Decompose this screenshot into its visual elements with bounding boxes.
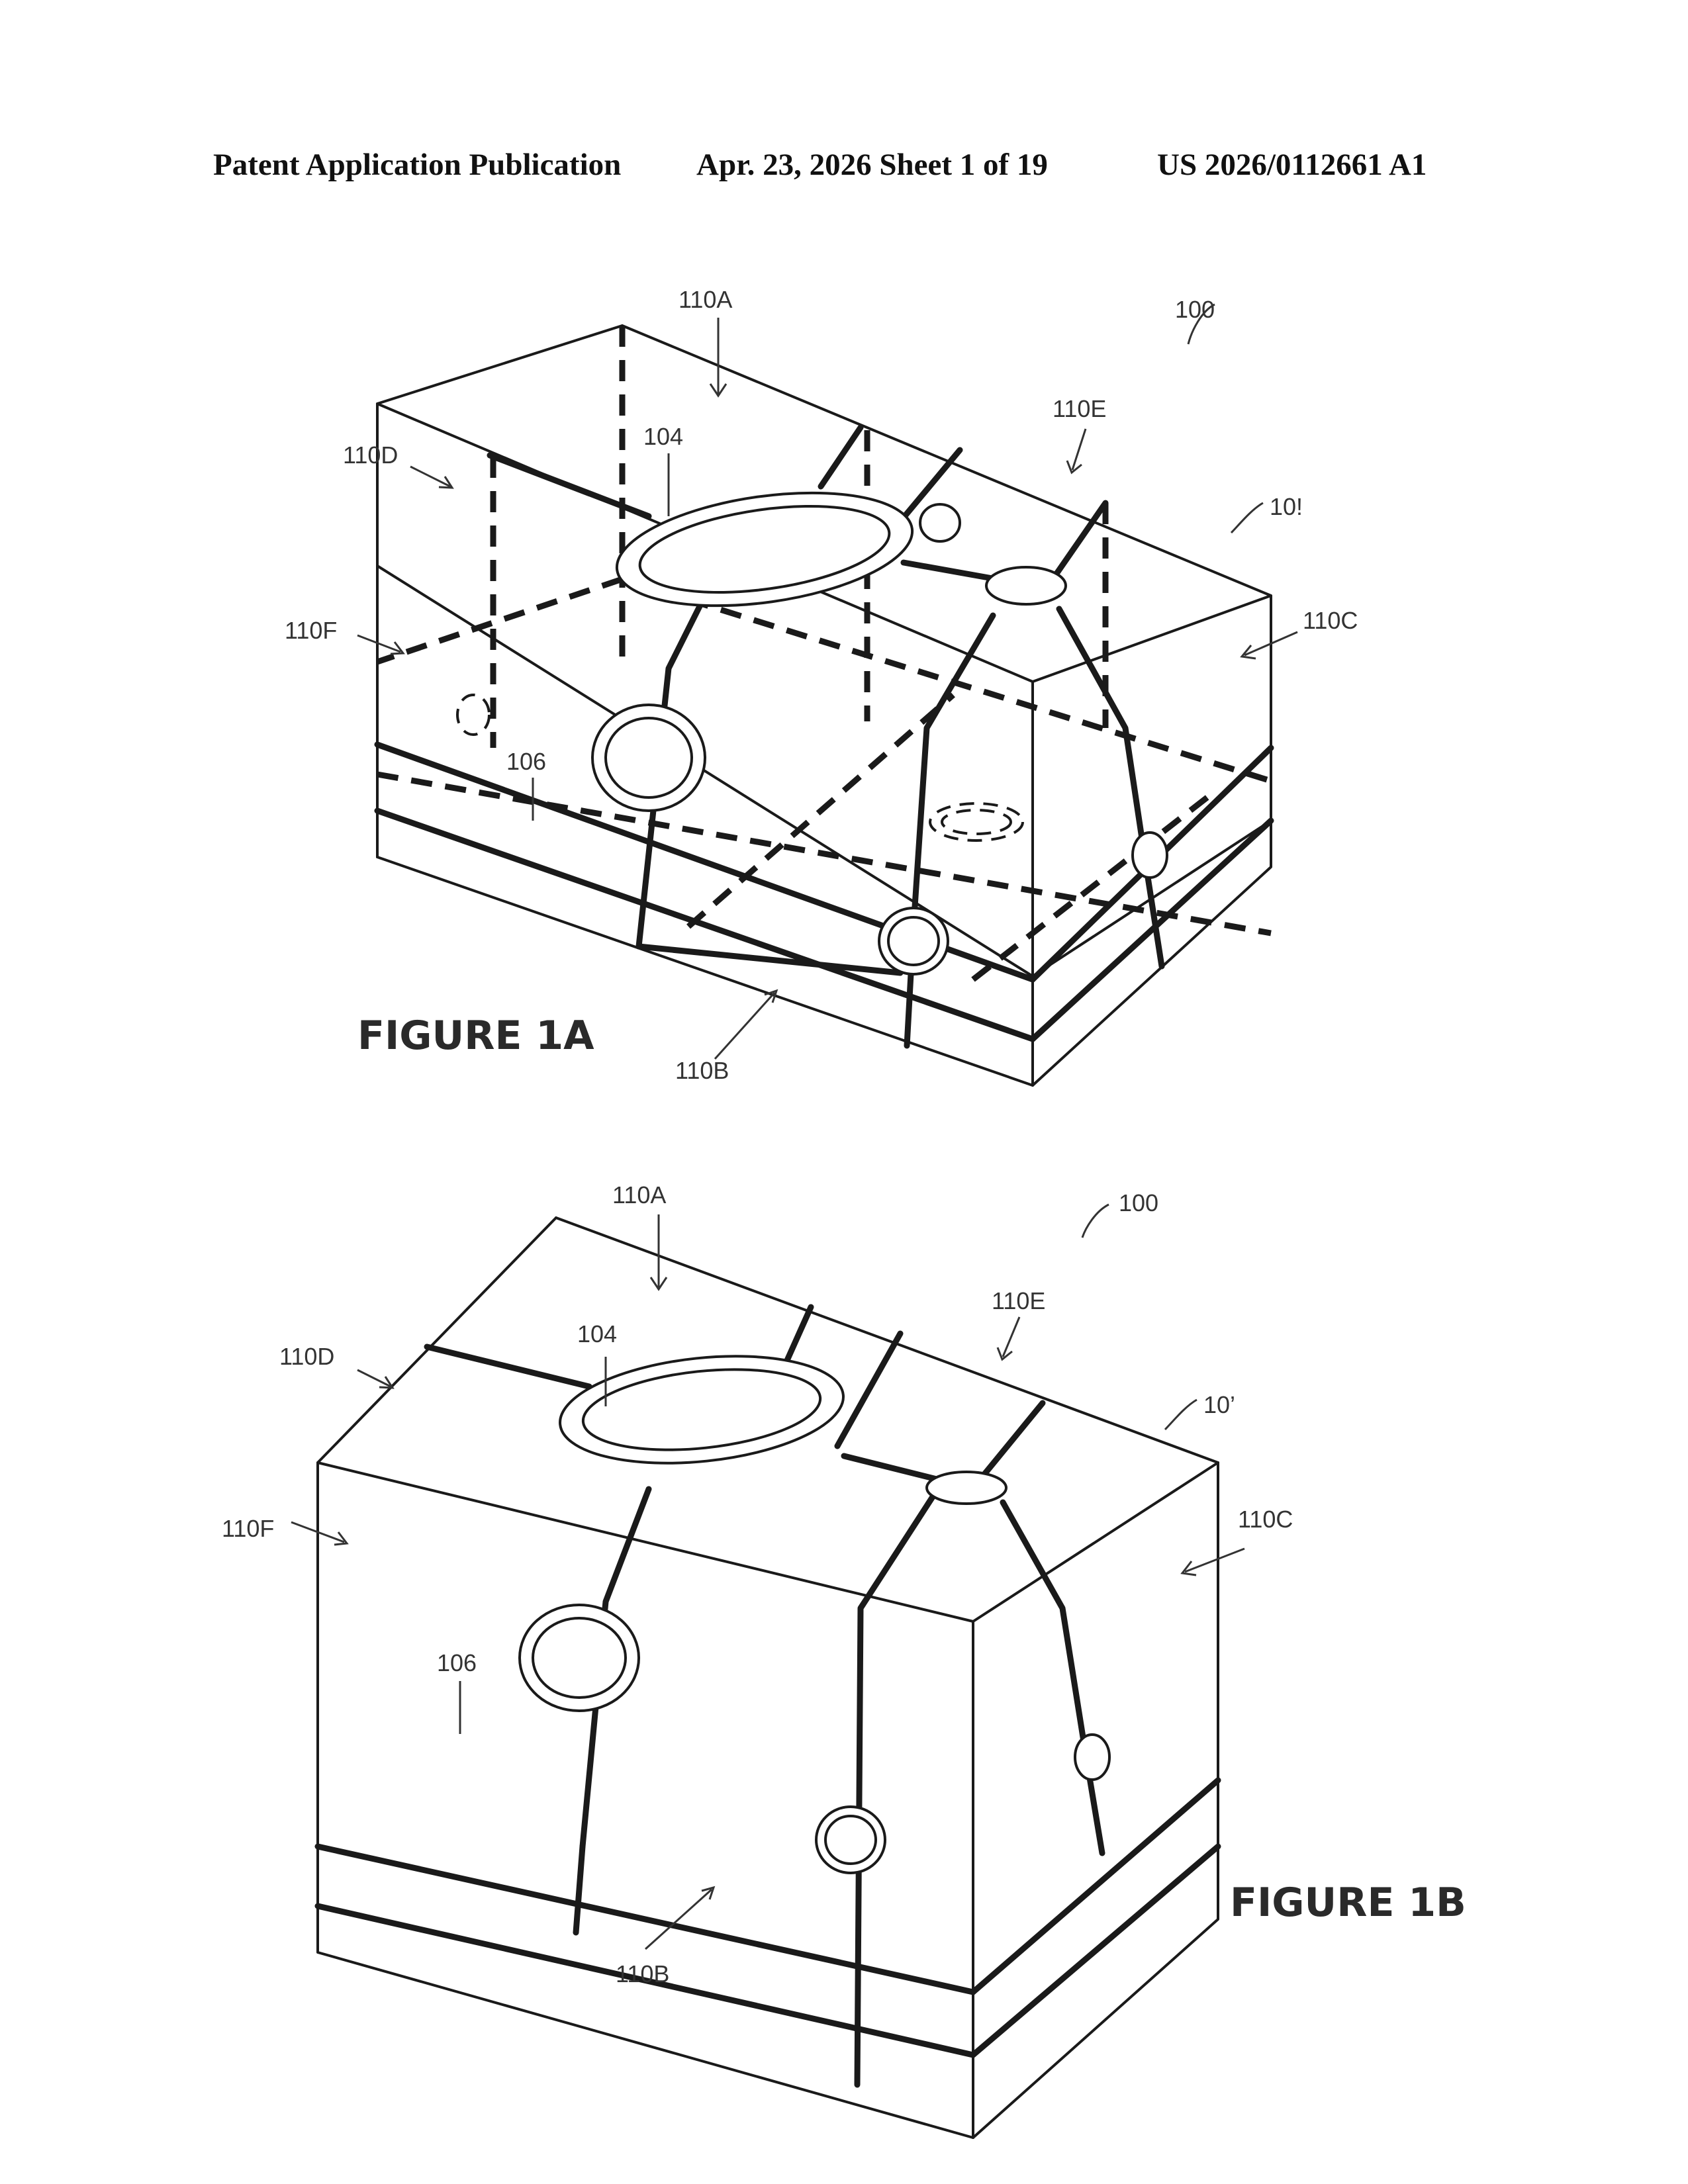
label-104: 104 — [643, 423, 683, 450]
ports — [520, 1343, 1109, 1873]
label-110b: 110B — [616, 1960, 669, 1987]
label-110e: 110E — [992, 1287, 1045, 1314]
figure-1b-title: FIGURE 1B — [1230, 1880, 1466, 1926]
label-110e: 110E — [1053, 395, 1106, 422]
right-top-port — [927, 1472, 1006, 1504]
label-110f: 110F — [285, 617, 337, 644]
label-106: 106 — [437, 1649, 477, 1676]
label-100: 100 — [1175, 296, 1215, 323]
label-110c: 110C — [1303, 607, 1358, 634]
figure-1a-drawing: 110A 100 110E 110D 104 10! 110C 110F 106… — [0, 0, 1688, 1125]
label-110f: 110F — [222, 1515, 274, 1542]
figure-1a-title: FIGURE 1A — [357, 1013, 594, 1059]
label-corner: 10! — [1270, 493, 1303, 520]
label-104: 104 — [577, 1320, 617, 1347]
box-outline — [377, 326, 1271, 1085]
label-110d: 110D — [279, 1343, 334, 1370]
label-110b: 110B — [675, 1057, 729, 1084]
small-top-port — [920, 504, 960, 541]
label-110c: 110C — [1238, 1506, 1293, 1533]
right-side-port — [1075, 1735, 1109, 1780]
label-corner: 10’ — [1203, 1391, 1235, 1418]
figure-1b-drawing: 110A 100 110E 110D 104 10’ 110C 110F 106… — [0, 1125, 1688, 2184]
right-top-port — [986, 567, 1066, 604]
label-110a: 110A — [679, 286, 732, 313]
label-110a: 110A — [612, 1181, 666, 1208]
right-side-port — [1133, 833, 1167, 878]
label-110d: 110D — [343, 441, 398, 469]
label-106: 106 — [506, 748, 546, 775]
label-100: 100 — [1119, 1189, 1158, 1216]
